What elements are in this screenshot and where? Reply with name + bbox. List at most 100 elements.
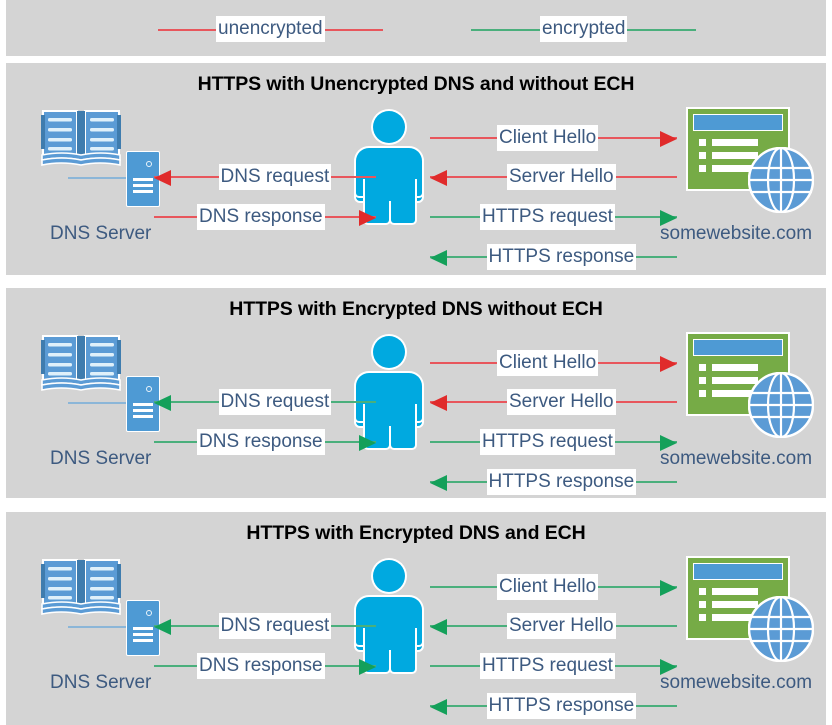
flow-label: Client Hello — [497, 574, 599, 600]
flow-label: HTTPS request — [480, 429, 615, 455]
globe-icon — [747, 371, 815, 439]
server-led — [146, 161, 152, 167]
flow-https-request: HTTPS request — [430, 204, 677, 230]
globe-icon — [747, 595, 815, 663]
dns-icon-graphic — [40, 556, 160, 656]
arrow-head-right — [660, 356, 677, 372]
flow-label: DNS request — [218, 613, 332, 639]
dns-server-label: DNS Server — [50, 223, 152, 244]
server-slot — [133, 627, 153, 630]
flow-dns-request: DNS request — [154, 389, 376, 415]
flow-label: DNS response — [197, 653, 325, 679]
panel-title: HTTPS with Encrypted DNS without ECH — [229, 298, 603, 320]
list-bullet — [699, 139, 706, 146]
server-slot — [133, 409, 153, 412]
connector-line — [68, 177, 128, 179]
flow-label: HTTPS request — [480, 653, 615, 679]
connector-line — [68, 402, 128, 404]
server-led — [146, 386, 152, 392]
flow-https-request: HTTPS request — [430, 429, 677, 455]
panel-title: HTTPS with Unencrypted DNS and without E… — [197, 73, 635, 95]
arrow-head-left — [430, 250, 447, 266]
arrow-head-right — [660, 210, 677, 226]
flow-label: Server Hello — [507, 164, 616, 190]
flow-label: Server Hello — [507, 613, 616, 639]
flow-label: HTTPS response — [486, 693, 637, 719]
list-bullet — [699, 165, 706, 172]
flow-dns-response: DNS response — [154, 204, 376, 230]
arrow-head-right — [359, 435, 376, 451]
book-icon — [40, 332, 122, 394]
flow-server-hello: Server Hello — [430, 613, 677, 639]
browser-titlebar — [693, 563, 783, 580]
flow-server-hello: Server Hello — [430, 389, 677, 415]
legend-panel: unencrypted encrypted — [6, 0, 826, 56]
person-head — [373, 560, 405, 592]
flow-label: Client Hello — [497, 125, 599, 151]
flow-dns-request: DNS request — [154, 164, 376, 190]
list-line — [712, 377, 758, 384]
server-slot — [133, 184, 153, 187]
dns-icon-graphic — [40, 332, 160, 432]
list-line — [712, 588, 758, 595]
list-line — [712, 165, 758, 172]
flow-server-hello: Server Hello — [430, 164, 677, 190]
flow-label: HTTPS request — [480, 204, 615, 230]
arrow-head-left — [430, 475, 447, 491]
flow-label: DNS response — [197, 429, 325, 455]
flow-dns-response: DNS response — [154, 429, 376, 455]
globe-icon — [747, 146, 815, 214]
list-line — [712, 601, 758, 608]
dns-server-label: DNS Server — [50, 672, 152, 693]
arrow-head-left — [154, 170, 171, 186]
server-rack-icon — [126, 376, 160, 432]
flow-https-request: HTTPS request — [430, 653, 677, 679]
website-graphic — [686, 332, 815, 440]
server-slot — [133, 415, 153, 418]
flow-https-response: HTTPS response — [430, 244, 677, 270]
arrow-head-right — [660, 659, 677, 675]
flow-dns-request: DNS request — [154, 613, 376, 639]
website-label: somewebsite.com — [660, 672, 813, 693]
book-icon — [40, 556, 122, 618]
arrow-head-right — [359, 210, 376, 226]
list-line — [712, 614, 758, 621]
arrow-head-right — [359, 659, 376, 675]
flow-label: HTTPS response — [486, 244, 637, 270]
list-bullet — [699, 588, 706, 595]
list-line — [712, 139, 758, 146]
flow-label: Client Hello — [497, 350, 599, 376]
person-graphic — [356, 560, 422, 672]
book-icon — [40, 107, 122, 169]
dns-server-label: DNS Server — [50, 448, 152, 469]
website-label: somewebsite.com — [660, 448, 813, 469]
person-head — [373, 111, 405, 143]
arrow-head-left — [154, 619, 171, 635]
connector-line — [68, 626, 128, 628]
list-line — [712, 152, 758, 159]
server-slot — [133, 178, 153, 181]
flow-label: DNS request — [218, 389, 332, 415]
flow-https-response: HTTPS response — [430, 693, 677, 719]
arrow-head-left — [430, 699, 447, 715]
server-slot — [133, 639, 153, 642]
website-label: somewebsite.com — [660, 223, 813, 244]
arrow-head-left — [430, 170, 447, 186]
scenario-panel-1: HTTPS with Unencrypted DNS and without E… — [6, 63, 826, 275]
server-led — [146, 610, 152, 616]
server-slot — [133, 190, 153, 193]
dns-icon-graphic — [40, 107, 160, 207]
panel-title: HTTPS with Encrypted DNS and ECH — [246, 522, 586, 544]
list-bullet — [699, 390, 706, 397]
arrow-head-right — [660, 580, 677, 596]
flow-dns-response: DNS response — [154, 653, 376, 679]
flow-client-hello: Client Hello — [430, 125, 677, 151]
arrow-head-left — [430, 395, 447, 411]
list-bullet — [699, 364, 706, 371]
browser-titlebar — [693, 339, 783, 356]
flow-label: Server Hello — [507, 389, 616, 415]
website-graphic — [686, 107, 815, 215]
server-slot — [133, 403, 153, 406]
legend-label-encrypted: encrypted — [540, 16, 628, 42]
